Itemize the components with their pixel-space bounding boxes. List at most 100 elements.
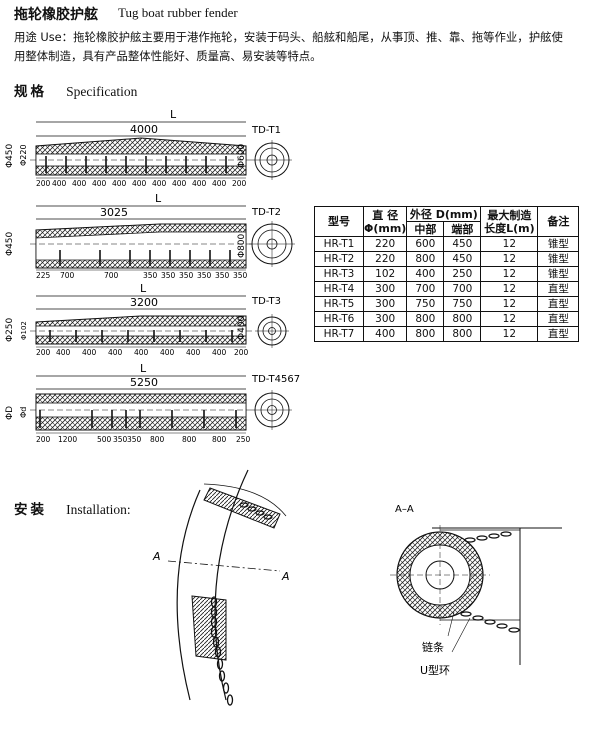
install-heading-en: Installation:	[66, 502, 131, 517]
th-od: 外径 D(mm)	[406, 206, 482, 222]
drawing-td-t3: L 3200 Φ250 Φ102 Φ400 200 400 400 400 40…	[5, 282, 289, 357]
install-side-view: A A	[152, 469, 290, 706]
t3-length: 3200	[130, 296, 158, 309]
cell-dia: 220	[362, 251, 408, 267]
cell-mid: 800	[406, 326, 445, 342]
cell-mid: 800	[406, 311, 445, 327]
table-row: HR-T7 400 800 800 12 直型	[314, 326, 580, 342]
table-row: HR-T5 300 750 750 12 直型	[314, 296, 580, 312]
t2-label: TD-T2	[251, 207, 281, 218]
spec-heading: 规格 Specification	[14, 80, 137, 100]
t2-length: 3025	[100, 206, 128, 219]
chain-vertical	[210, 596, 234, 706]
t3-od: Φ250	[5, 317, 15, 342]
cell-mid: 600	[406, 236, 445, 252]
t3-seg: 400	[186, 348, 201, 357]
spec-heading-zh: 规格	[14, 84, 47, 100]
install-section-aa: A–A 链条 U型环	[390, 504, 562, 677]
t1-length: 4000	[130, 123, 158, 136]
th-model: 型号	[314, 206, 364, 237]
t4-seg: 350	[113, 435, 128, 444]
cell-end: 250	[443, 266, 482, 282]
spec-heading-en: Specification	[66, 84, 138, 99]
t1-seg: 400	[192, 179, 207, 188]
th-od-mid: 中部	[406, 221, 445, 237]
t4-seg: 350	[127, 435, 142, 444]
t3-section-view	[255, 314, 289, 348]
cell-len: 12	[480, 236, 539, 252]
t4-od: ΦD	[5, 406, 15, 420]
t4-id: Φd	[19, 407, 28, 418]
cell-end: 450	[443, 251, 482, 267]
t4-section-view	[252, 390, 292, 430]
spec-table: 型号 直 径 Φ(mm) 外径 D(mm) 最大制造 长度L(m) 备注 中部 …	[314, 206, 580, 342]
t4-seg: 800	[150, 435, 165, 444]
t4-segments: 200 1200 500 350 350 800 800 800 250	[36, 435, 251, 444]
section-marker-a-left: A	[152, 550, 161, 563]
cell-len: 12	[480, 251, 539, 267]
t3-seg: 400	[160, 348, 175, 357]
cell-model: HR-T5	[314, 296, 364, 312]
t2-seg: 350	[233, 271, 248, 280]
cell-note: 锥型	[537, 266, 580, 282]
t4-seg: 200	[36, 435, 51, 444]
table-row: HR-T3 102 400 250 12 锥型	[314, 266, 580, 282]
cell-mid: 700	[406, 281, 445, 297]
t2-seg: 700	[104, 271, 119, 280]
t3-seg: 400	[108, 348, 123, 357]
t3-seg: 400	[82, 348, 97, 357]
drawing-td-t2: L 3025 Φ450 Φ800 225 700 700 350 350 350…	[5, 192, 295, 280]
drawing-td-t4567: L 5250 ΦD Φd 200 1200 500 350 350 800 80…	[5, 362, 300, 444]
t1-label: TD-T1	[251, 125, 281, 136]
cell-len: 12	[480, 311, 539, 327]
table-header-row: 型号 直 径 Φ(mm) 外径 D(mm) 最大制造 长度L(m) 备注	[314, 206, 580, 237]
t2-od: Φ450	[5, 231, 15, 256]
t3-id: Φ102	[20, 321, 28, 340]
t3-L-label: L	[140, 282, 147, 295]
t1-seg: 400	[212, 179, 227, 188]
cell-len: 12	[480, 296, 539, 312]
t2-side: Φ800	[237, 233, 247, 258]
cell-model: HR-T1	[314, 236, 364, 252]
th-length-l1: 最大制造	[487, 208, 532, 222]
cell-note: 直型	[537, 326, 580, 342]
t1-chain-marks	[45, 156, 227, 173]
cell-mid: 400	[406, 266, 445, 282]
t3-segments: 200 400 400 400 400 400 400 400 200	[36, 348, 249, 357]
th-length: 最大制造 长度L(m)	[480, 206, 539, 237]
cell-mid: 750	[406, 296, 445, 312]
th-od-end: 端部	[443, 221, 482, 237]
table-row: HR-T6 300 800 800 12 直型	[314, 311, 580, 327]
t3-chain-marks	[49, 330, 233, 342]
t3-seg: 200	[36, 348, 51, 357]
install-heading: 安装 Installation:	[14, 498, 131, 518]
th-diameter: 直 径 Φ(mm)	[362, 206, 408, 237]
t1-od: Φ450	[5, 143, 15, 168]
t1-section-view	[252, 140, 292, 180]
t1-seg: 200	[36, 179, 51, 188]
section-marker-a-right: A	[281, 570, 290, 583]
t4-chain-marks	[39, 410, 237, 428]
chain-section	[460, 531, 520, 633]
t2-L-label: L	[155, 192, 162, 205]
cell-note: 锥型	[537, 236, 580, 252]
usage-line-1: 用途 Use：拖轮橡胶护舷主要用于港作拖轮，安装于码头、船舷和船尾，从事顶、推、…	[14, 30, 563, 44]
t1-seg: 400	[92, 179, 107, 188]
t2-seg: 350	[179, 271, 194, 280]
cell-dia: 300	[362, 281, 408, 297]
page-title-english: Tug boat rubber fender	[118, 5, 238, 20]
t3-seg: 400	[56, 348, 71, 357]
cell-end: 450	[443, 236, 482, 252]
chain-label: 链条	[422, 640, 444, 654]
t2-seg: 700	[60, 271, 75, 280]
t4-seg: 800	[182, 435, 197, 444]
t1-seg: 400	[52, 179, 67, 188]
t2-segments: 225 700 700 350 350 350 350 350 350	[36, 271, 248, 280]
table-subheader-row: 中部 端部	[315, 221, 579, 237]
drawing-td-t1: L 4000 Φ450 Φ220 Φ600 200 400 400 400 40…	[5, 108, 292, 188]
cell-len: 12	[480, 281, 539, 297]
t2-section-view	[249, 221, 295, 267]
th-diameter-l1: 直 径	[372, 208, 399, 222]
t1-segments: 200 400 400 400 400 400 400 400 400 400 …	[36, 179, 247, 188]
